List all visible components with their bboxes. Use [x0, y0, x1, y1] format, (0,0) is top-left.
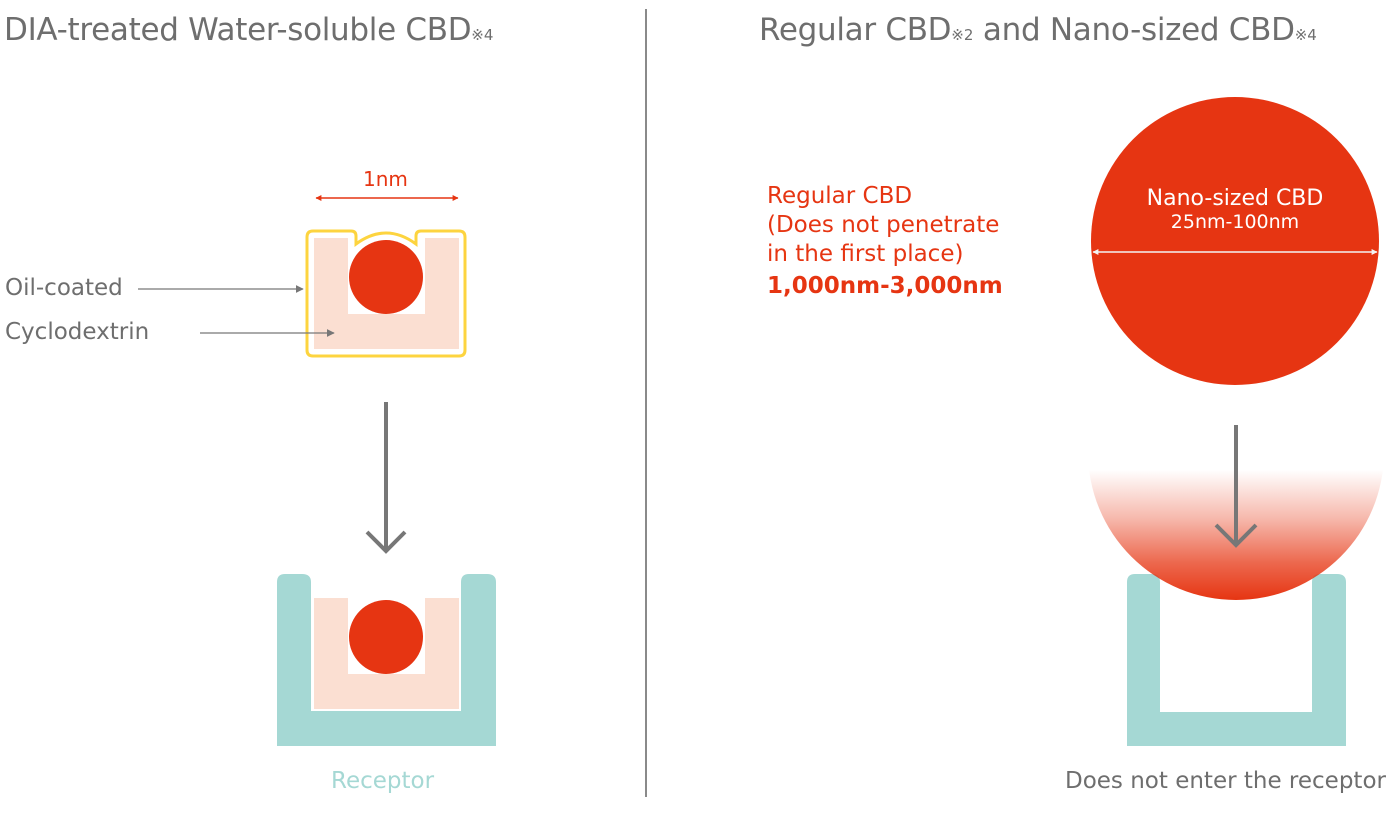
receptor-label: Receptor — [331, 768, 435, 794]
nano-cbd-size: 25nm-100nm — [1170, 211, 1300, 233]
right-panel-title: Regular CBD※2 and Nano-sized CBD※4 — [759, 12, 1317, 48]
right-title-note1: ※2 — [951, 26, 974, 44]
regular-cbd-size: 1,000nm-3,000nm — [767, 273, 1003, 299]
right-title-note2: ※4 — [1294, 26, 1317, 44]
regular-cbd-title: Regular CBD — [767, 183, 913, 209]
cyclodextrin-shape — [314, 238, 459, 349]
regular-cbd-note-line2: in the first place) — [767, 241, 964, 267]
left-receptor — [277, 574, 496, 746]
does-not-enter-label: Does not enter the receptor — [1065, 768, 1386, 794]
cbd-molecule — [349, 240, 423, 314]
left-down-arrow — [365, 402, 407, 554]
nano-cbd-label: Nano-sized CBD 25nm-100nm — [1091, 186, 1379, 233]
nano-cbd-circle — [1091, 97, 1379, 385]
right-title-part2: and Nano-sized CBD — [973, 12, 1295, 48]
right-title-part1: Regular CBD — [759, 12, 952, 48]
regular-cbd-description: Regular CBD (Does not penetrate in the f… — [767, 182, 1003, 299]
left-title-text: DIA-treated Water-soluble CBD — [4, 12, 472, 48]
receptor-cbd-molecule — [349, 600, 423, 674]
receptor-cyclodextrin — [314, 598, 459, 709]
panel-divider — [645, 9, 647, 797]
cyclodextrin-label: Cyclodextrin — [5, 319, 150, 345]
oil-coated-label: Oil-coated — [5, 275, 123, 301]
size-label-1nm: 1nm — [363, 167, 408, 191]
left-panel-title: DIA-treated Water-soluble CBD※4 — [4, 12, 493, 48]
regular-cbd-note-line1: (Does not penetrate — [767, 212, 1000, 238]
nano-cbd-name: Nano-sized CBD — [1146, 186, 1324, 211]
right-receptor — [1127, 574, 1346, 746]
left-title-note: ※4 — [471, 26, 494, 44]
right-down-arrow — [1214, 425, 1258, 548]
